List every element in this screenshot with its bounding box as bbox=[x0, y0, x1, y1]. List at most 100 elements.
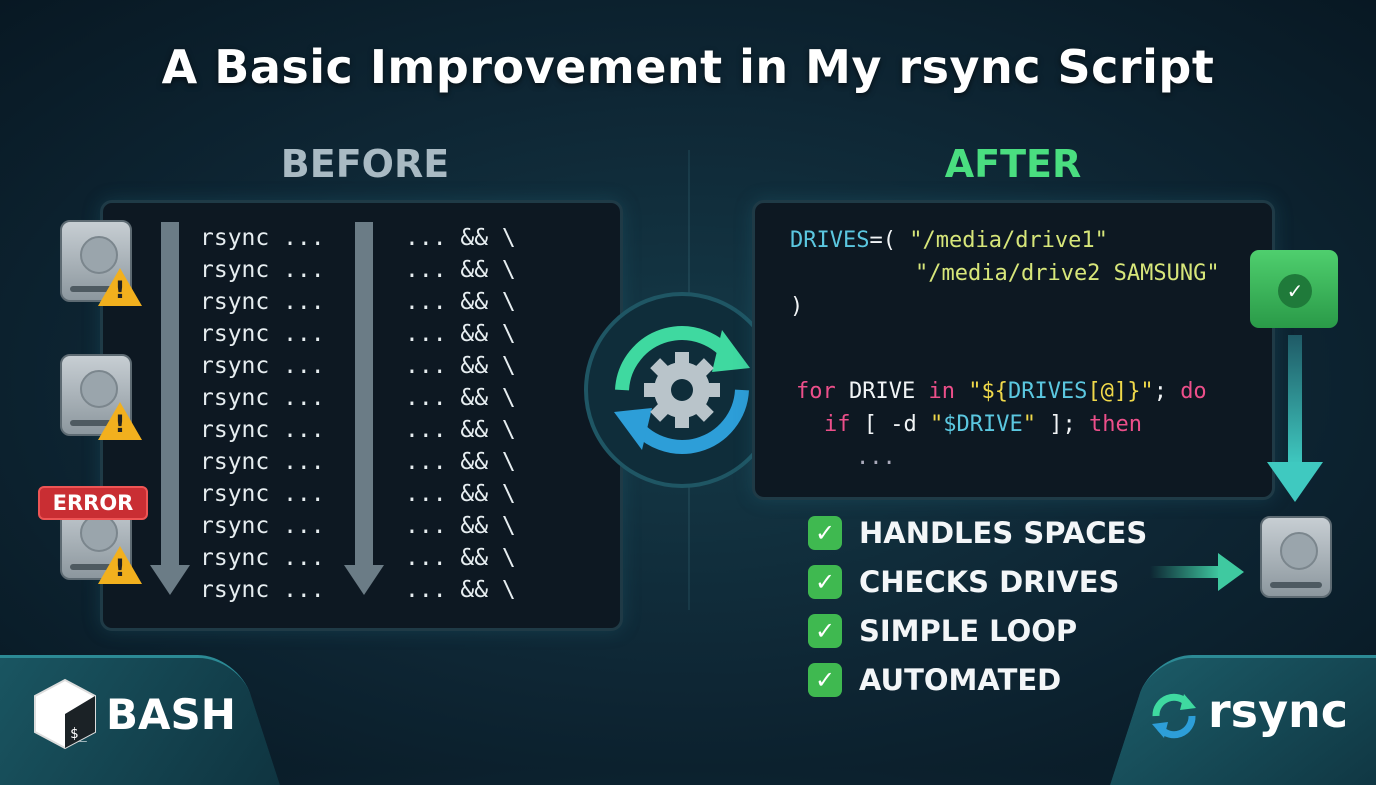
code-line: if [ -d "$DRIVE" ]; then bbox=[790, 408, 1220, 441]
rsync-command: rsync ... bbox=[200, 353, 325, 379]
bash-logo-icon: $_ bbox=[34, 678, 96, 750]
warning-mark: ! bbox=[114, 276, 126, 304]
code-variable: DRIVES bbox=[1007, 379, 1088, 404]
code-line: rsync ... ... && \ bbox=[200, 478, 516, 510]
code-line: rsync ... ... && \ bbox=[200, 350, 516, 382]
before-heading: BEFORE bbox=[280, 142, 450, 186]
code-variable: DRIVE bbox=[835, 379, 929, 404]
rsync-command: rsync ... bbox=[200, 481, 325, 507]
sync-gear-icon bbox=[584, 292, 780, 488]
line-continuation: ... && \ bbox=[405, 545, 516, 571]
right-arrow-icon bbox=[1150, 566, 1220, 578]
benefit-label: HANDLES SPACES bbox=[859, 515, 1148, 550]
code-test: [ -d bbox=[850, 412, 930, 437]
line-continuation: ... && \ bbox=[405, 481, 516, 507]
line-continuation: ... && \ bbox=[405, 257, 516, 283]
benefit-label: SIMPLE LOOP bbox=[859, 613, 1078, 648]
code-line: rsync ... ... && \ bbox=[200, 382, 516, 414]
bash-prompt: $_ bbox=[70, 726, 87, 742]
checkmark-icon: ✓ bbox=[808, 564, 842, 599]
code-line: rsync ... ... && \ bbox=[200, 318, 516, 350]
page-title: A Basic Improvement in My rsync Script bbox=[161, 40, 1215, 94]
rsync-command: rsync ... bbox=[200, 577, 325, 603]
drive-icon bbox=[1260, 516, 1332, 598]
down-arrow-icon bbox=[344, 222, 384, 595]
line-continuation: ... && \ bbox=[405, 577, 516, 603]
error-badge: ERROR bbox=[38, 486, 148, 520]
rsync-command: rsync ... bbox=[200, 545, 325, 571]
code-punct: ; bbox=[1153, 379, 1181, 404]
code-line: rsync ... ... && \ bbox=[200, 574, 516, 606]
after-code: DRIVES=( "/media/drive1""/media/drive2 S… bbox=[790, 224, 1220, 474]
rsync-command: rsync ... bbox=[200, 385, 325, 411]
code-punct: "${ bbox=[954, 379, 1008, 404]
line-continuation: ... && \ bbox=[405, 385, 516, 411]
line-continuation: ... && \ bbox=[405, 353, 516, 379]
after-code-panel bbox=[752, 200, 1275, 500]
code-keyword: do bbox=[1180, 379, 1207, 404]
warning-mark: ! bbox=[114, 554, 126, 582]
code-line: rsync ...... && \ bbox=[200, 414, 516, 446]
code-keyword: for bbox=[796, 379, 836, 404]
line-continuation: ... && \ bbox=[405, 513, 516, 539]
code-line: ... bbox=[856, 445, 896, 470]
code-line: ) bbox=[790, 294, 804, 319]
code-line: for DRIVE in "${DRIVES[@]}"; do bbox=[790, 375, 1220, 408]
code-punct: " bbox=[1022, 412, 1036, 437]
rsync-command: rsync ... bbox=[200, 449, 325, 475]
arrow-head bbox=[1218, 553, 1244, 591]
warning-icon bbox=[98, 268, 142, 306]
code-string: "/media/drive2 SAMSUNG" bbox=[915, 261, 1220, 286]
code-punct: " bbox=[929, 412, 944, 437]
rsync-command: rsync ... bbox=[200, 417, 325, 443]
warning-icon bbox=[98, 402, 142, 440]
rsync-command: rsync ... bbox=[200, 257, 325, 283]
warning-icon bbox=[98, 546, 142, 584]
benefit-item: ✓ HANDLES SPACES bbox=[808, 508, 1147, 557]
code-punct: ]; bbox=[1035, 412, 1089, 437]
down-arrow-icon bbox=[1288, 335, 1302, 465]
after-heading: AFTER bbox=[944, 142, 1082, 186]
code-line: rsync ... ... && \ bbox=[200, 510, 516, 542]
benefit-item: ✓ SIMPLE LOOP bbox=[808, 606, 1147, 655]
rsync-command: rsync ... bbox=[200, 225, 325, 251]
code-line: "/media/drive2 SAMSUNG" bbox=[790, 257, 1220, 290]
bash-label: BASH bbox=[106, 690, 236, 739]
rsync-logo-icon bbox=[1152, 693, 1196, 739]
rsync-command: rsync ... bbox=[200, 321, 325, 347]
line-continuation: ... && \ bbox=[405, 225, 516, 251]
rsync-label: rsync bbox=[1208, 684, 1349, 738]
line-continuation: ... && \ bbox=[405, 289, 516, 315]
code-line: DRIVES=( "/media/drive1" bbox=[790, 224, 1220, 257]
before-code: rsync ... ... && \ rsync ... ... && \ rsync … bbox=[200, 222, 516, 606]
code-keyword: if bbox=[824, 412, 851, 437]
code-string: "/media/drive1" bbox=[909, 228, 1108, 253]
down-arrow-icon bbox=[150, 222, 190, 595]
code-punct: }" bbox=[1127, 379, 1154, 404]
check-icon: ✓ bbox=[1278, 274, 1312, 308]
benefits-list: ✓ HANDLES SPACES ✓ CHECKS DRIVES ✓ SIMPLE LOO… bbox=[808, 508, 1147, 704]
code-variable: $DRIVE bbox=[943, 412, 1023, 437]
benefit-item: ✓ CHECKS DRIVES bbox=[808, 557, 1147, 606]
checkmark-icon: ✓ bbox=[808, 515, 842, 550]
line-continuation: ... && \ bbox=[405, 449, 516, 475]
code-line: rsync ... ... && \ bbox=[200, 222, 516, 254]
checkmark-icon: ✓ bbox=[808, 662, 842, 697]
rsync-command: rsync ... bbox=[200, 289, 325, 315]
code-line: rsync ... ... && \ bbox=[200, 254, 516, 286]
code-line: rsync ... ... && \ bbox=[200, 286, 516, 318]
code-keyword: then bbox=[1088, 412, 1142, 437]
line-continuation: ... && \ bbox=[405, 321, 516, 347]
benefit-label: CHECKS DRIVES bbox=[859, 564, 1120, 599]
code-line: rsync ... ... && \ bbox=[200, 542, 516, 574]
benefit-item: ✓AUTOMATED bbox=[808, 655, 1147, 704]
folder-icon: ✓ bbox=[1250, 250, 1338, 328]
checkmark-icon: ✓ bbox=[808, 613, 842, 648]
code-operator: =( bbox=[869, 228, 910, 253]
code-variable: DRIVES bbox=[790, 228, 870, 253]
rsync-command: rsync ... bbox=[200, 513, 325, 539]
warning-mark: ! bbox=[114, 410, 126, 438]
code-punct: [@] bbox=[1087, 379, 1128, 404]
code-keyword: in bbox=[928, 379, 955, 404]
code-line: rsync ... ... && \ bbox=[200, 446, 516, 478]
